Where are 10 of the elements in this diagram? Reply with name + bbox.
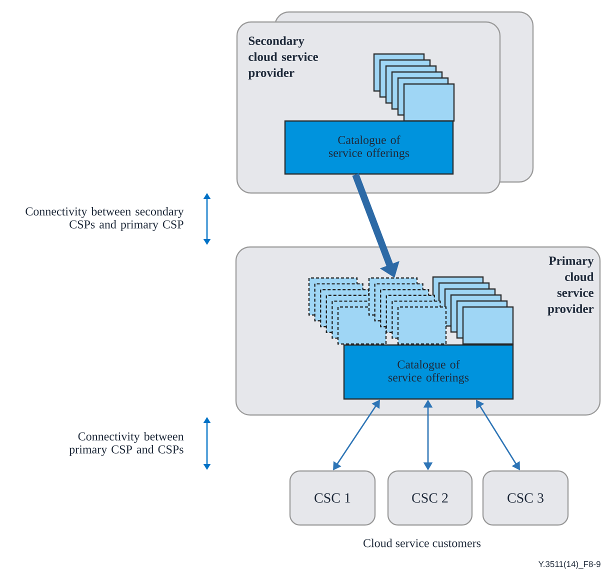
- connectivity-label: Connectivity between secondary CSPs and primary CSP: [26, 207, 184, 231]
- customer-box: CSC 2: [387, 470, 473, 526]
- figure-id: Y.3511(14)_F8-9: [538, 560, 600, 569]
- catalogue-box: Catalogue of service offerings: [284, 120, 454, 175]
- dashed-offering-cards: [308, 277, 447, 345]
- customer-box: CSC 1: [289, 470, 376, 526]
- customer-box: CSC 3: [482, 470, 569, 526]
- group-caption: Cloud service customers: [364, 538, 481, 548]
- catalogue-box: Catalogue of service offerings: [343, 344, 514, 400]
- connectivity-label: Connectivity between primary CSP and CSPs: [69, 432, 184, 456]
